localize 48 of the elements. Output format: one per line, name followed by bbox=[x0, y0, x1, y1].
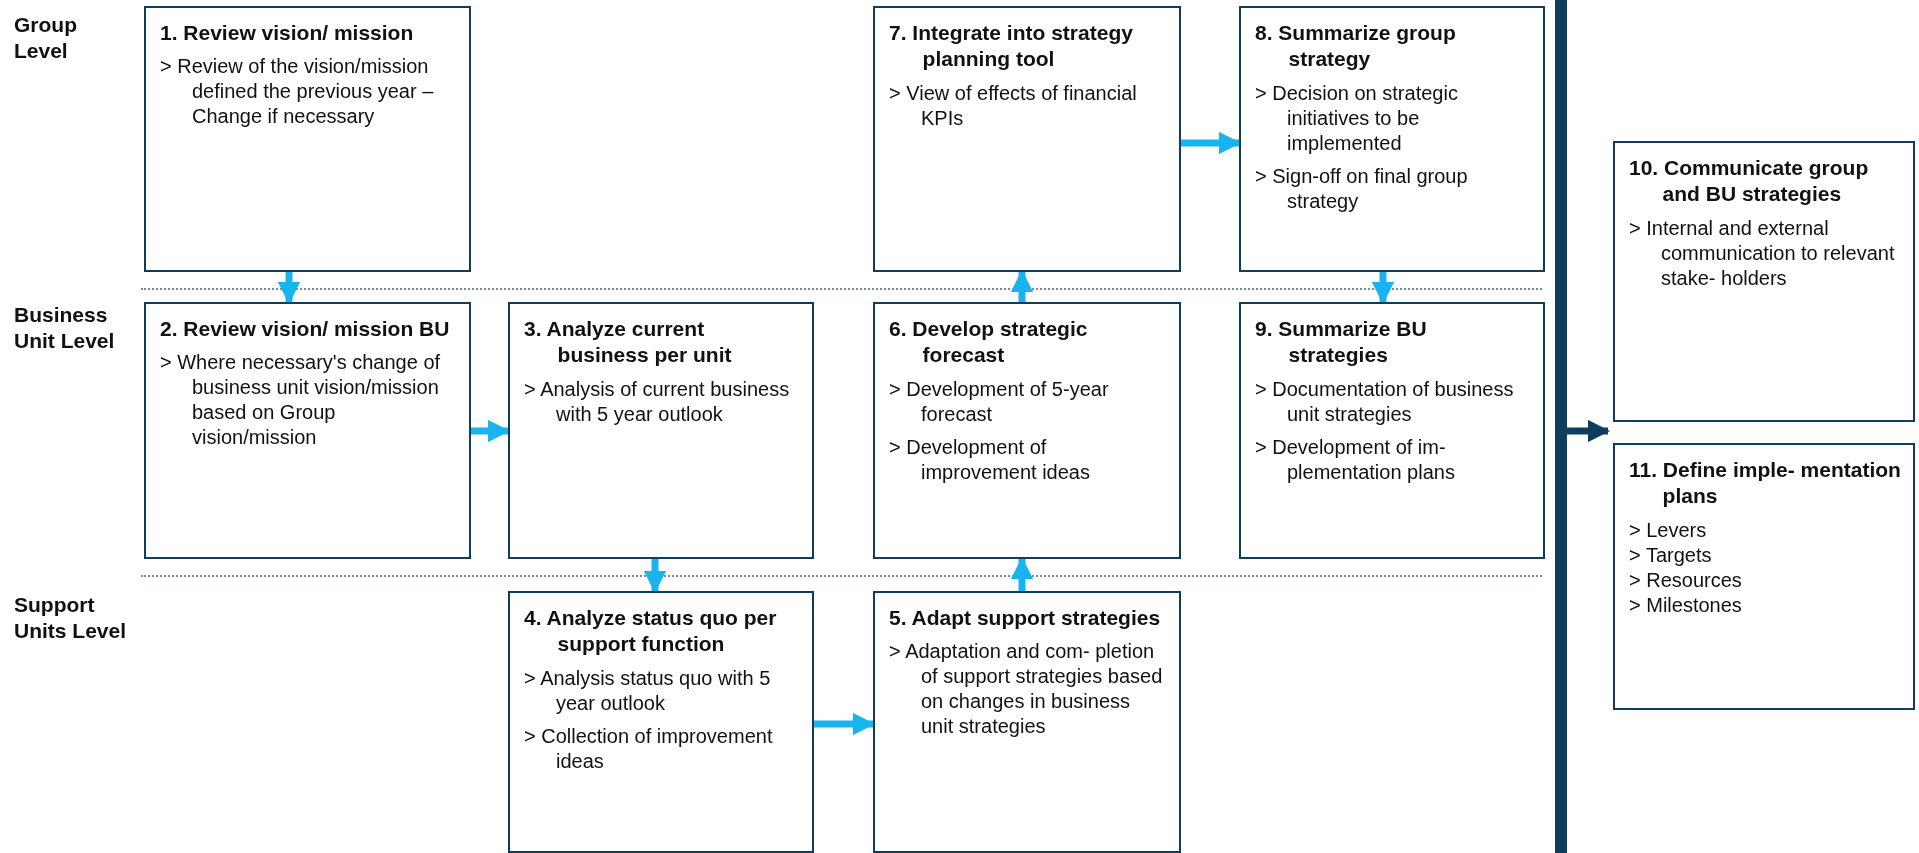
bullet-text: > Documentation of business unit strategies bbox=[1255, 376, 1515, 427]
process-box bbox=[873, 302, 1181, 559]
bullet-text: > Resources bbox=[1629, 567, 1743, 593]
arrow bbox=[277, 272, 301, 305]
bullet-text: > Levers bbox=[1629, 517, 1708, 543]
process-box bbox=[508, 591, 814, 853]
process-box bbox=[508, 302, 814, 559]
step-title: 8. Summarize group strategy bbox=[1255, 20, 1457, 73]
step-title: 9. Summarize BU strategies bbox=[1255, 316, 1428, 369]
process-box bbox=[1613, 141, 1915, 422]
step-title: 1. Review vision/ mission bbox=[160, 20, 415, 46]
bullet-text: > Internal and external communication to relevant stake- holders bbox=[1629, 215, 1896, 291]
process-box bbox=[1239, 6, 1545, 272]
process-box bbox=[144, 302, 471, 559]
row-label: Support Units Level bbox=[14, 592, 128, 645]
timeline-bar bbox=[1555, 0, 1567, 853]
bullet-text: > Development of improvement ideas bbox=[889, 434, 1091, 485]
arrow bbox=[643, 559, 667, 594]
bullet-text: > Sign-off on final group strategy bbox=[1255, 163, 1469, 214]
bullet-text: > Where necessary's change of business unit vision/mission based on Group vision/mission bbox=[160, 350, 442, 451]
step-title: 10. Communicate group and BU strategies bbox=[1629, 155, 1870, 208]
bullet-text: > Decision on strategic initiatives to be implemented bbox=[1255, 80, 1459, 156]
bullet-text: > Collection of improvement ideas bbox=[524, 723, 774, 774]
bullet-text: > Development of 5-year forecast bbox=[889, 376, 1110, 427]
arrow bbox=[1567, 419, 1611, 443]
step-title: 4. Analyze status quo per support function bbox=[524, 605, 778, 658]
bullet-text: > Development of im- plementation plans bbox=[1255, 434, 1456, 485]
process-box bbox=[144, 6, 471, 272]
bullet-text: > Milestones bbox=[1629, 592, 1743, 618]
bullet-text: > Analysis of current business with 5 year outlook bbox=[524, 376, 791, 427]
step-title: 11. Define imple- mentation plans bbox=[1629, 457, 1901, 510]
process-box bbox=[1613, 443, 1915, 710]
bullet-text: > Analysis status quo with 5 year outlook bbox=[524, 665, 772, 716]
row-label: Business Unit Level bbox=[14, 302, 116, 355]
bullet-text: > Review of the vision/mission defined the previous year – Change if necessary bbox=[160, 54, 435, 130]
step-title: 2. Review vision/ mission BU bbox=[160, 316, 451, 342]
process-box bbox=[873, 591, 1181, 853]
process-box bbox=[873, 6, 1181, 272]
step-title: 3. Analyze current business per unit bbox=[524, 316, 733, 369]
step-title: 5. Adapt support strategies bbox=[889, 605, 1162, 631]
row-label: Group Level bbox=[14, 12, 78, 65]
bullet-text: > View of effects of financial KPIs bbox=[889, 80, 1138, 131]
step-title: 7. Integrate into strategy planning tool bbox=[889, 20, 1134, 73]
process-box bbox=[1239, 302, 1545, 559]
bullet-text: > Adaptation and com- pletion of support strategies based on changes in business unit strategies bbox=[889, 639, 1164, 740]
arrow bbox=[1371, 272, 1395, 305]
step-title: 6. Develop strategic forecast bbox=[889, 316, 1089, 369]
bullet-text: > Targets bbox=[1629, 542, 1713, 568]
